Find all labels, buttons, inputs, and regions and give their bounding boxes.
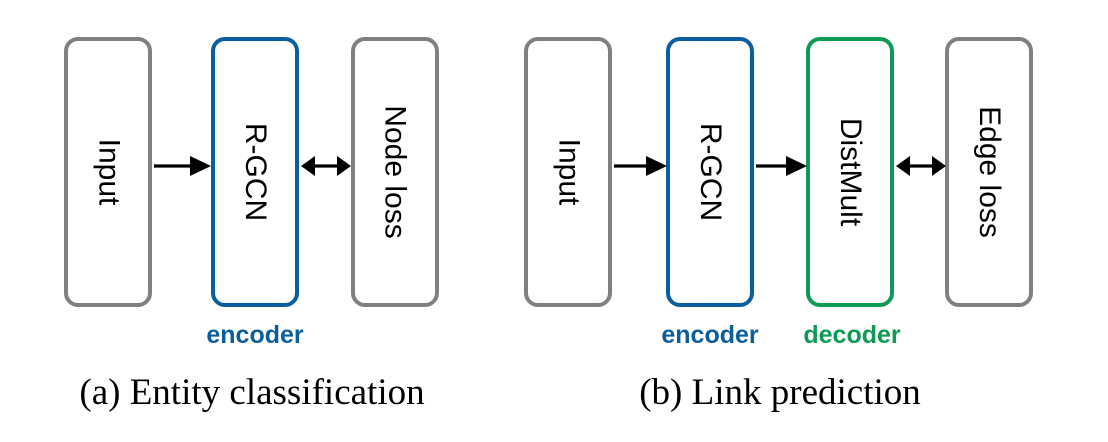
- arrow-rgcn-to-node-loss-a: [301, 156, 351, 176]
- node-box-node-loss-a: Node loss: [351, 37, 439, 307]
- node-box-distmult-b: DistMult: [806, 37, 894, 307]
- arrow-input-to-rgcn-a: [154, 156, 211, 176]
- node-box-input-a: Input: [64, 37, 152, 307]
- node-label-rgcn-a: R-GCN: [239, 122, 273, 222]
- node-label-input-b: Input: [551, 138, 585, 206]
- panel-caption-a: (a) Entity classification: [64, 374, 440, 411]
- role-label-encoder-a-text: encoder: [206, 321, 304, 349]
- node-label-distmult-b: DistMult: [834, 117, 867, 227]
- panel-caption-b: (b) Link prediction: [620, 374, 940, 411]
- arrow-distmult-to-edge-loss-b: [896, 156, 946, 176]
- node-box-rgcn-a: R-GCN: [211, 37, 299, 307]
- node-label-input-a: Input: [91, 138, 125, 206]
- node-label-edge-loss-b: Edge loss: [973, 106, 1006, 238]
- node-label-rgcn-b: R-GCN: [694, 122, 728, 222]
- role-label-decoder-b: decoder: [789, 323, 915, 348]
- arrow-input-to-rgcn-b: [614, 156, 667, 176]
- node-label-node-loss-a: Node loss: [379, 105, 412, 239]
- node-box-rgcn-b: R-GCN: [666, 37, 754, 307]
- node-box-edge-loss-b: Edge loss: [945, 37, 1033, 307]
- panel-caption-a-text: (a) Entity classification: [79, 372, 425, 413]
- role-label-decoder-b-text: decoder: [803, 321, 901, 349]
- role-label-encoder-b-text: encoder: [661, 321, 759, 349]
- role-label-encoder-b: encoder: [650, 323, 770, 348]
- node-box-input-b: Input: [524, 37, 612, 307]
- arrow-rgcn-to-distmult-b: [756, 156, 807, 176]
- panel-caption-b-text: (b) Link prediction: [639, 372, 921, 413]
- role-label-encoder-a: encoder: [196, 323, 314, 348]
